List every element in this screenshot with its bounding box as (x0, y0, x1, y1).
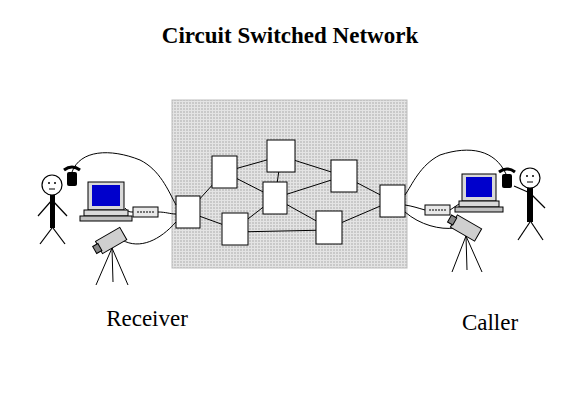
camera-lens (93, 244, 102, 254)
tripod-leg (96, 248, 112, 285)
switch-box (222, 213, 248, 245)
receiver-camera (91, 227, 128, 285)
tripod-leg (466, 236, 482, 272)
person-eye (54, 182, 56, 184)
monitor-frame (88, 182, 124, 210)
receiver-wires (72, 153, 176, 244)
person-mouth (527, 182, 533, 183)
keyboard (80, 216, 132, 221)
tripod-leg (112, 248, 113, 282)
diagram-title: Circuit Switched Network (162, 24, 418, 47)
switch-box (263, 182, 287, 214)
receiver-computer (80, 182, 158, 221)
receiver-person (38, 175, 67, 244)
switch-box (212, 156, 237, 188)
phone-handset (499, 169, 515, 172)
network-area (172, 100, 407, 268)
phone-body (67, 172, 77, 186)
caller-person (514, 168, 545, 240)
computer-case (459, 201, 499, 207)
person-leg (40, 228, 52, 244)
switch-box (267, 140, 295, 172)
monitor-screen (92, 185, 120, 206)
person-mouth (49, 189, 55, 190)
switches (176, 140, 405, 245)
trunk-line (235, 230, 329, 232)
modem-lights (137, 212, 154, 213)
phone-body (502, 174, 512, 188)
party-label: Receiver (106, 307, 188, 330)
person-eye (532, 175, 534, 177)
modem-lights (429, 210, 446, 211)
caller-computer (425, 174, 503, 215)
tripod-leg (466, 236, 467, 270)
person-head (520, 168, 540, 188)
party-label: Caller (462, 311, 518, 334)
modem-wire (405, 205, 425, 210)
person-eye (526, 175, 528, 177)
keyboard (455, 207, 503, 212)
modem (133, 207, 158, 217)
person-eye (48, 182, 50, 184)
phone-handset (64, 167, 80, 170)
monitor-frame (462, 174, 496, 201)
tripod-leg (452, 236, 466, 272)
camera-wire (122, 222, 176, 244)
switch-box (316, 211, 342, 244)
caller-phone (499, 169, 515, 188)
person-leg (53, 228, 65, 244)
camera-lens (448, 215, 457, 225)
switch-box (176, 196, 200, 228)
modem-wire (158, 212, 176, 214)
person-arm (52, 200, 67, 216)
person-arm (530, 193, 545, 208)
modem (425, 205, 450, 215)
computer-case (84, 210, 128, 216)
person-leg (518, 222, 530, 240)
person-leg (531, 222, 543, 240)
switch-box (380, 185, 405, 217)
receiver-phone (64, 167, 80, 186)
caller-wires (405, 150, 506, 228)
person-head (42, 175, 62, 195)
tripod-leg (112, 248, 128, 285)
switch-box (331, 160, 357, 192)
person-arm (38, 200, 52, 216)
monitor-screen (466, 177, 492, 197)
person-arm (514, 186, 530, 193)
caller-camera (446, 212, 482, 272)
